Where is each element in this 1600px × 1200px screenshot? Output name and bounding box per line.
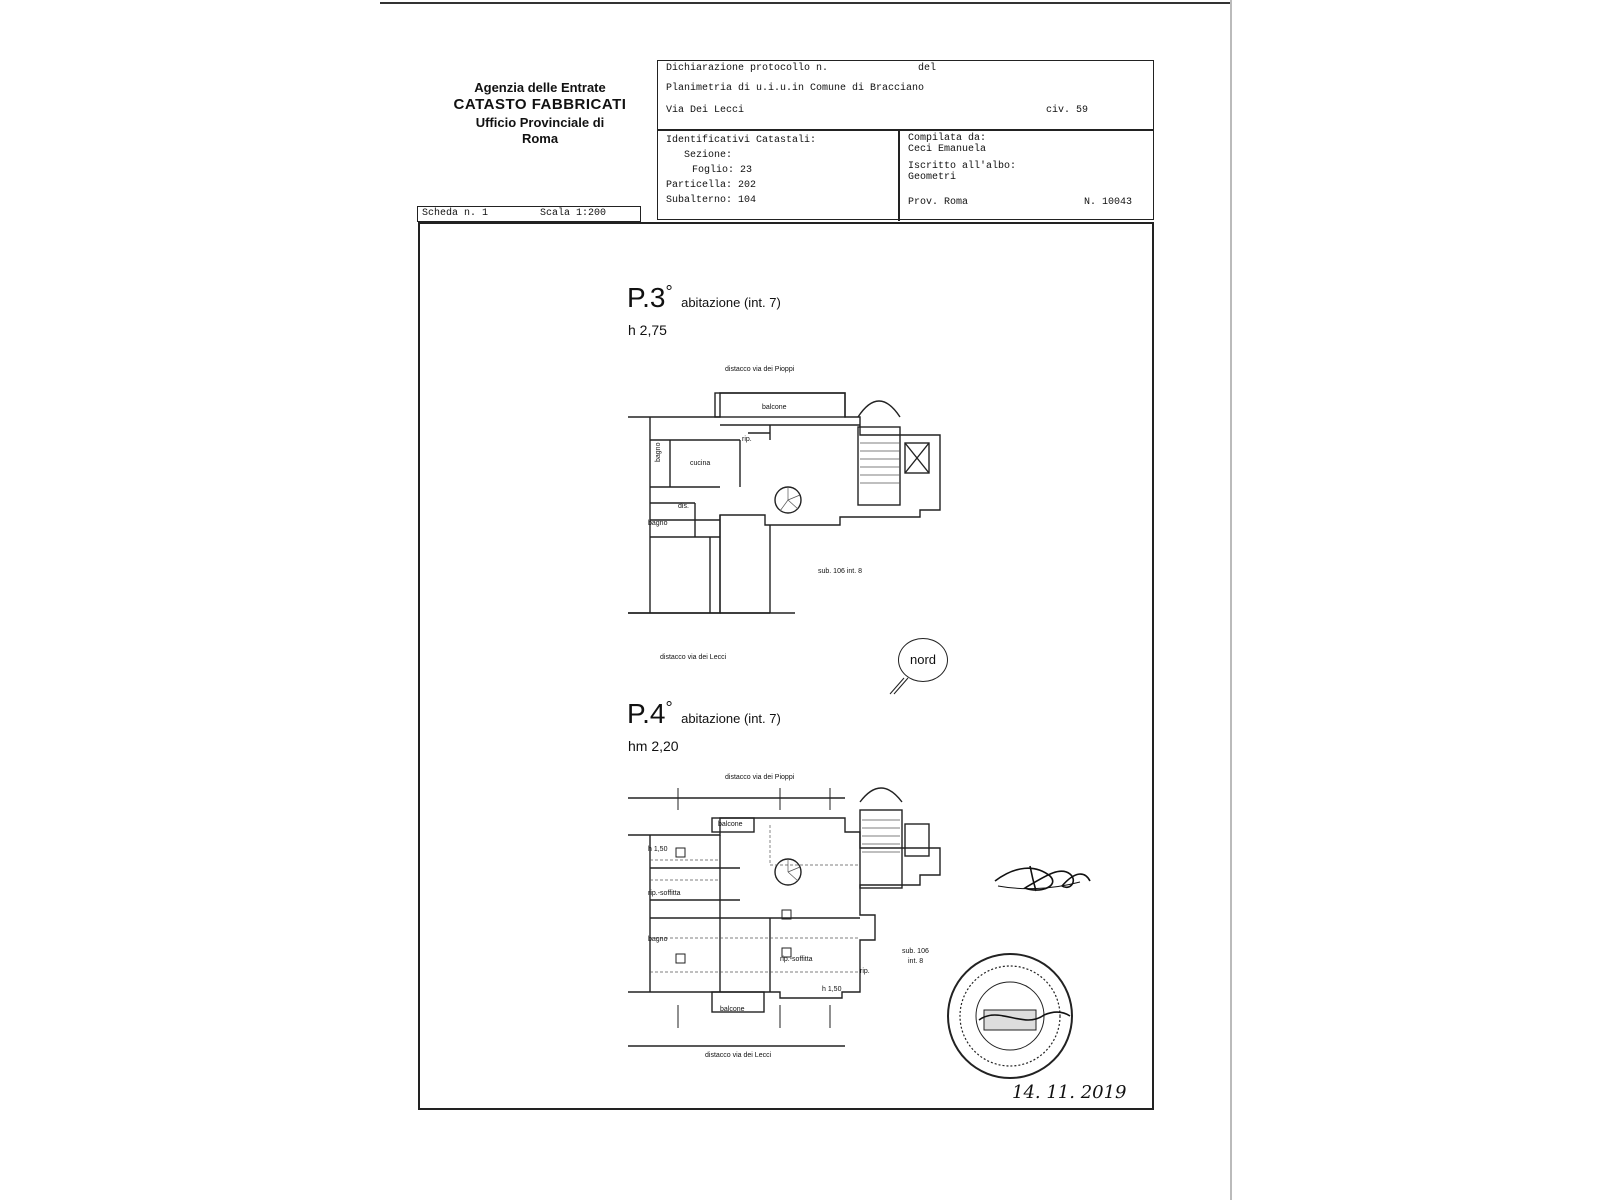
floor3-desc: abitazione (int. 7) <box>681 295 781 310</box>
floor3-top-label: distacco via dei Pioppi <box>725 366 795 373</box>
floor4-rip-soffitta-1: rip.-soffitta <box>648 890 681 897</box>
ufficio-label: Ufficio Provinciale di <box>475 115 605 130</box>
header-box: Dichiarazione protocollo n. del Planimet… <box>657 60 1154 221</box>
north-arrow-icon <box>889 677 909 695</box>
scheda-label: Scheda n. 1 <box>422 208 489 219</box>
floor3-sub-label: sub. 106 int. 8 <box>818 568 862 575</box>
protocol-del: del <box>918 63 937 74</box>
floor4-balcone-top: balcone <box>718 821 743 828</box>
ids-subalterno: Subalterno: 104 <box>666 195 757 206</box>
floor3-height: h 2,75 <box>628 322 667 338</box>
floor4-bagno: bagno <box>648 936 668 943</box>
floor4-top-label: distacco via dei Pioppi <box>725 774 795 781</box>
floor3-balcone: balcone <box>762 404 787 411</box>
floor3-bagno-1: bagno <box>655 442 662 462</box>
floor3-number: 3 <box>649 282 666 313</box>
floor4-h150: h 1,50 <box>648 846 668 853</box>
floor3-rip: rip. <box>742 436 752 443</box>
civic-number: civ. 59 <box>1046 105 1089 116</box>
ids-sezione: Sezione: <box>684 150 733 161</box>
ufficio-city: Roma <box>521 131 559 147</box>
compiled-by: Compilata da: Ceci Emanuela Iscritto all… <box>908 133 1148 208</box>
floor3-title: P.3° abitazione (int. 7) <box>627 282 781 314</box>
cadastral-ids: Identificativi Catastali: Sezione: Fogli… <box>666 133 816 208</box>
catasto-title: CATASTO FABBRICATI <box>453 96 627 114</box>
floor4-prefix: P. <box>627 698 650 729</box>
floor4-degree: ° <box>665 698 673 718</box>
north-marker: nord <box>898 638 948 682</box>
floor4-int-label: int. 8 <box>908 958 924 965</box>
floor4-rip: rip. <box>860 968 870 975</box>
signature-image <box>994 865 1091 892</box>
ids-particella: Particella: 202 <box>666 180 757 191</box>
header-column-divider <box>898 129 900 221</box>
page-top-edge <box>380 2 1232 4</box>
scheda-scale: Scala 1:200 <box>540 208 607 219</box>
floor4-height: hm 2,20 <box>628 738 679 754</box>
albo-value: Geometri <box>908 172 957 183</box>
floor4-sub-label: sub. 106 <box>902 948 929 955</box>
floor3-degree: ° <box>665 282 673 302</box>
floor3-plan <box>628 392 941 614</box>
page-right-edge <box>1230 0 1232 1200</box>
scheda-box: Scheda n. 1 Scala 1:200 <box>417 206 641 222</box>
floor4-number: 4 <box>649 698 666 729</box>
register-number: N. 10043 <box>1084 197 1133 208</box>
floor4-desc: abitazione (int. 7) <box>681 711 781 726</box>
document-page <box>380 0 1232 1200</box>
floor3-bottom-label: distacco via dei Lecci <box>660 654 727 661</box>
floor4-h150-b: h 1,50 <box>822 986 842 993</box>
floor4-rip-soffitta-2: rip.-soffitta <box>780 956 813 963</box>
floor4-title: P.4° abitazione (int. 7) <box>627 698 781 730</box>
drawing-frame <box>418 222 1154 1110</box>
albo-label: Iscritto all'albo: <box>908 161 1017 172</box>
stamp-seal <box>947 953 1073 1079</box>
floor4-bottom-label: distacco via dei Lecci <box>705 1052 772 1059</box>
compiled-name: Ceci Emanuela <box>908 144 987 155</box>
floor4-balcone-bottom: balcone <box>720 1006 745 1013</box>
floor4-plan <box>628 787 941 1047</box>
ids-title: Identificativi Catastali: <box>666 135 817 146</box>
protocol-label: Dichiarazione protocollo n. <box>666 63 829 74</box>
prov-label: Prov. Roma <box>908 197 969 208</box>
agency-name: Agenzia delle Entrate <box>474 80 606 95</box>
ids-foglio: Foglio: 23 <box>692 165 753 176</box>
street-label: Via Dei Lecci <box>666 105 745 116</box>
signature-date: 14. 11. 2019 <box>1012 1082 1127 1103</box>
floor3-cucina: cucina <box>690 460 711 467</box>
compiled-label: Compilata da: <box>908 133 987 144</box>
floor3-dis: dis. <box>678 503 689 510</box>
header-divider <box>658 129 1153 131</box>
planimetria-label: Planimetria di u.i.u.in Comune di Bracci… <box>666 83 925 94</box>
floor3-bagno-2: bagno <box>648 520 668 527</box>
agency-heading: Agenzia delle Entrate CATASTO FABBRICATI… <box>430 80 650 148</box>
floor3-prefix: P. <box>627 282 650 313</box>
